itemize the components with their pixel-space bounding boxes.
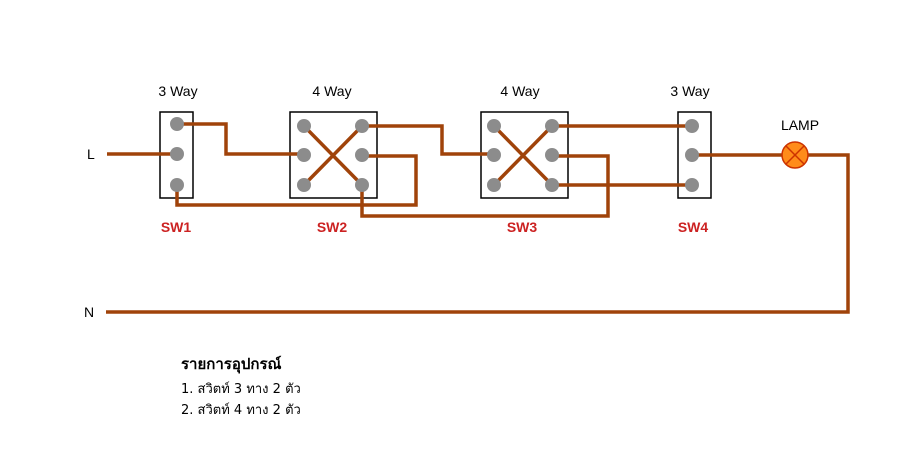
sw2-name-label: SW2 xyxy=(317,219,348,235)
wire-lamp-to-neutral xyxy=(106,153,850,314)
line-label: L xyxy=(87,146,95,162)
terminal xyxy=(170,147,184,161)
terminal xyxy=(170,117,184,131)
lamp-icon xyxy=(781,141,809,169)
terminal xyxy=(297,148,311,162)
wire-sw2-bottom-to-sw3 xyxy=(360,154,610,218)
sw2-type-label: 4 Way xyxy=(312,83,351,99)
sw2-cross-b xyxy=(302,124,364,187)
terminal xyxy=(545,148,559,162)
sw4-name-label: SW4 xyxy=(678,219,709,235)
sw3-name-label: SW3 xyxy=(507,219,538,235)
terminal xyxy=(545,119,559,133)
lamp-label: LAMP xyxy=(781,117,819,133)
legend-item: 2. สวิตท์ 4 ทาง 2 ตัว xyxy=(181,403,301,418)
sw1-name-label: SW1 xyxy=(161,219,192,235)
terminal xyxy=(297,119,311,133)
wire-sw1-top-to-sw2 xyxy=(177,122,304,156)
terminal xyxy=(685,119,699,133)
terminal xyxy=(487,178,501,192)
sw3-cross-b xyxy=(492,124,554,187)
wire-sw1-bottom-to-sw2 xyxy=(175,154,418,207)
sw3-type-label: 4 Way xyxy=(500,83,539,99)
wire-sw2-top-to-sw3 xyxy=(362,124,494,156)
terminal xyxy=(297,178,311,192)
neutral-label: N xyxy=(84,304,94,320)
terminal xyxy=(487,148,501,162)
terminal xyxy=(685,148,699,162)
wires xyxy=(106,122,850,314)
terminal xyxy=(355,119,369,133)
sw4-type-label: 3 Way xyxy=(670,83,709,99)
terminal xyxy=(487,119,501,133)
terminal xyxy=(355,178,369,192)
terminals xyxy=(170,117,699,192)
sw1-type-label: 3 Way xyxy=(158,83,197,99)
equipment-legend: รายการอุปกรณ์ 1. สวิตท์ 3 ทาง 2 ตัว 2. ส… xyxy=(181,352,301,421)
legend-item: 1. สวิตท์ 3 ทาง 2 ตัว xyxy=(181,382,301,397)
terminal xyxy=(685,178,699,192)
terminal xyxy=(545,178,559,192)
terminal xyxy=(170,178,184,192)
terminal xyxy=(355,148,369,162)
legend-title: รายการอุปกรณ์ xyxy=(181,355,282,373)
